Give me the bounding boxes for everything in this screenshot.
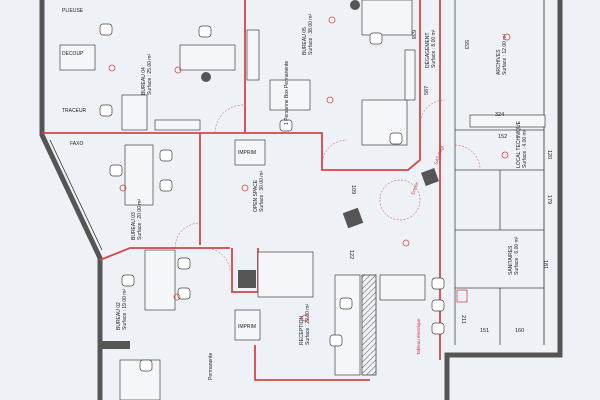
note-bureau05: 1 Personne Box Permanente bbox=[284, 61, 290, 125]
room-area: Surface : 20.00 m² bbox=[137, 199, 143, 240]
room-area: Surface : 19.00 m² bbox=[122, 289, 128, 330]
room-area: Surface : 12.00 m² bbox=[502, 34, 508, 75]
room-bureau-05: BUREAU 05 Surface : 38.00 m² bbox=[302, 14, 314, 55]
room-name: BUREAU 02 bbox=[116, 302, 122, 330]
room-area: Surface : 8.00 m² bbox=[431, 29, 437, 68]
dimension-label: 587 bbox=[424, 86, 430, 95]
dimension-label: 324 bbox=[495, 112, 504, 118]
note-traceur: TRACEUR bbox=[62, 108, 87, 114]
dimension-label: 151 bbox=[480, 328, 489, 334]
doors bbox=[174, 99, 481, 271]
dimensions: 638 553 587 324 152 120 179 109 122 181 … bbox=[348, 30, 552, 334]
red-markers bbox=[108, 16, 511, 322]
room-area: Surface : 30.00 m² bbox=[259, 171, 265, 212]
room-area: Surface : 22.00 m² bbox=[305, 304, 311, 345]
room-labels: BUREAU 04 Surface : 25.00 m² BUREAU 05 S… bbox=[116, 14, 528, 345]
room-name: OPEN SPACE bbox=[253, 179, 259, 212]
room-name: SANITAIRES bbox=[508, 245, 514, 275]
note-fax: FAXO bbox=[70, 141, 83, 147]
room-name: ARCHIVES bbox=[496, 49, 502, 75]
dimension-label: 181 bbox=[542, 260, 548, 269]
chairs bbox=[99, 23, 445, 372]
room-bureau-04: BUREAU 04 Surface : 25.00 m² bbox=[141, 54, 153, 95]
note-bureau02: Permanente bbox=[208, 353, 214, 380]
room-area: Surface : 4.00 m² bbox=[522, 129, 528, 168]
room-name: BUREAU 05 bbox=[302, 27, 308, 55]
annotations: 1 Personne Box Permanente Permanente IMP… bbox=[62, 8, 445, 380]
dimension-label: 553 bbox=[463, 40, 469, 49]
room-open-space: OPEN SPACE Surface : 30.00 m² bbox=[253, 171, 265, 212]
room-area: Surface : 38.00 m² bbox=[308, 14, 314, 55]
room-local-technique: LOCAL TECHNIQUE Surface : 4.00 m² bbox=[516, 120, 528, 168]
furniture bbox=[59, 0, 546, 400]
dimension-label: 179 bbox=[546, 195, 552, 204]
note-imprim: IMPRIM bbox=[238, 150, 256, 156]
note-plieuse: PLIEUSE bbox=[62, 8, 84, 14]
dimension-label: 638 bbox=[410, 30, 416, 39]
outer-walls bbox=[39, 0, 563, 400]
room-name: DÉGAGEMENT bbox=[424, 32, 431, 68]
outer-walls-thin bbox=[49, 0, 545, 345]
room-bureau-03: BUREAU 03 Surface : 20.00 m² bbox=[131, 199, 143, 240]
columns bbox=[201, 0, 439, 288]
room-name: LOCAL TECHNIQUE bbox=[516, 120, 522, 168]
room-name: BUREAU 03 bbox=[131, 212, 137, 240]
room-degagement: DÉGAGEMENT Surface : 8.00 m² bbox=[424, 29, 437, 68]
note-imprim: IMPRIM bbox=[238, 324, 256, 330]
room-name: RECEPTION bbox=[299, 315, 305, 345]
room-area: Surface : 6.00 m² bbox=[514, 236, 520, 275]
room-archives: ARCHIVES Surface : 12.00 m² bbox=[496, 34, 508, 75]
dimension-label: 211 bbox=[460, 315, 466, 324]
room-name: BUREAU 04 bbox=[141, 67, 147, 95]
note-tableau: Tableau électrique bbox=[416, 318, 421, 355]
room-sanitaires: SANITAIRES Surface : 6.00 m² bbox=[508, 236, 520, 275]
note-decoup: DECOUP bbox=[62, 51, 84, 57]
room-area: Surface : 25.00 m² bbox=[147, 54, 153, 95]
inner-partitions bbox=[361, 0, 544, 376]
note-entree: Entrée bbox=[410, 181, 419, 196]
dimension-label: 160 bbox=[515, 328, 524, 334]
note-sas: SAS Dégt bbox=[433, 144, 445, 165]
room-bureau-02: BUREAU 02 Surface : 19.00 m² bbox=[116, 289, 128, 330]
dimension-label: 120 bbox=[546, 150, 552, 159]
dimension-label: 152 bbox=[498, 134, 507, 140]
room-reception: RECEPTION Surface : 22.00 m² bbox=[299, 304, 311, 345]
dimension-label: 109 bbox=[350, 185, 356, 194]
dimension-label: 122 bbox=[348, 250, 354, 259]
